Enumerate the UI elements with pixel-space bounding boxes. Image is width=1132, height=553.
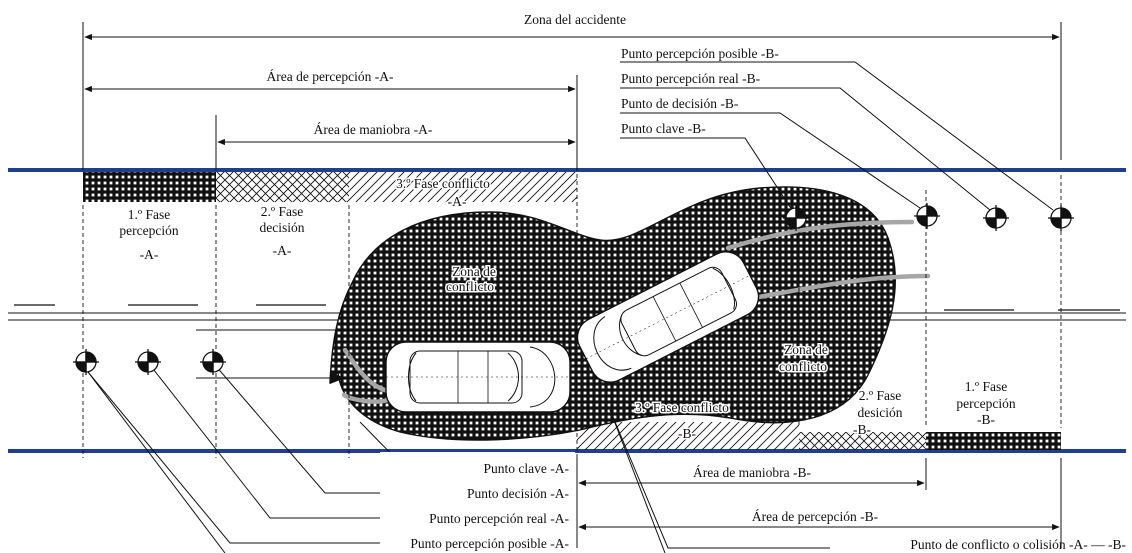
- phase-strips-b: [577, 422, 1061, 450]
- phase-a1-line3: -A-: [140, 247, 159, 262]
- phase-b2-line3: -B-: [853, 422, 872, 437]
- label-punto-clave-a: Punto clave -A-: [484, 461, 570, 476]
- target-icon: [73, 349, 99, 375]
- target-icon: [1048, 205, 1074, 231]
- lane-dashes: [14, 304, 1120, 311]
- target-icon: [914, 203, 940, 229]
- target-icon: [200, 349, 226, 375]
- label-punto-real-a: Punto percepción real -A-: [429, 511, 569, 526]
- zona-b-line1: Zona de: [784, 342, 828, 357]
- phase-strips-a: [83, 172, 577, 202]
- label-area-maniobra-a: Área de maniobra -A-: [314, 122, 433, 137]
- phase-b2-line1: 2.º Fase: [859, 388, 901, 403]
- label-area-maniobra-b: Área de maniobra -B-: [693, 465, 812, 480]
- phase-a2-line3: -A-: [273, 243, 292, 258]
- strip-a-phase2: [216, 172, 349, 202]
- phase-a1-line2: percepción: [119, 223, 178, 238]
- zone-labels: Zona de conflicto Zona de conflicto: [445, 263, 830, 376]
- label-punto-posible-b: Punto percepción posible -B-: [621, 46, 779, 61]
- target-icon: [135, 349, 161, 375]
- zona-a-line1: Zona de: [452, 264, 496, 279]
- label-punto-conflicto: Punto de conflicto o colisión -A- — -B-: [910, 537, 1126, 552]
- strip-a-phase1: [83, 172, 216, 202]
- phase-b1-line1: 1.º Fase: [965, 379, 1007, 394]
- dimension-labels: Zona del accidente Área de percepción -A…: [248, 8, 879, 524]
- phase-labels-b: 1.º Fase percepción -B- 2.º Fase desició…: [634, 379, 1016, 443]
- phase-b1-line2: percepción: [956, 396, 1015, 411]
- label-zona-accidente: Zona del accidente: [524, 12, 626, 27]
- zona-b-line2: conflicto: [779, 359, 827, 374]
- phase-a3-line1: 3.º Fase conflicto: [396, 176, 490, 191]
- label-punto-posible-a: Punto percepción posible -A-: [410, 536, 569, 551]
- strip-b-phase2: [799, 432, 926, 450]
- phase-b3-line1: 3.º Fase conflicto: [635, 400, 729, 415]
- phase-b3-line2: -B-: [678, 426, 697, 441]
- phase-a2-line2: decisión: [260, 220, 305, 235]
- strip-b-phase3: [577, 422, 799, 450]
- car-icon: [576, 251, 760, 383]
- label-area-percepcion-a: Área de percepción -A-: [266, 69, 394, 84]
- guide-lines: [82, 160, 1062, 458]
- car-icon: [385, 341, 571, 413]
- label-punto-real-b: Punto percepción real -B-: [621, 71, 761, 86]
- target-markers: [73, 203, 1074, 375]
- point-labels-a: Punto clave -A- Punto decisión -A- Punto…: [380, 452, 1127, 553]
- leaders-b: [620, 61, 1054, 211]
- strip-a-phase3: [349, 172, 577, 202]
- label-area-percepcion-b: Área de percepción -B-: [752, 509, 879, 524]
- label-punto-decision-b: Punto de decisión -B-: [621, 96, 739, 111]
- arrow-icon: [196, 329, 350, 384]
- target-icon: [783, 205, 809, 231]
- point-labels-b: Punto percepción posible -B- Punto perce…: [621, 46, 779, 136]
- extension-lines: [82, 22, 1062, 548]
- strip-b-phase1: [926, 432, 1061, 450]
- phase-a2-line1: 2.º Fase: [261, 204, 303, 219]
- phase-labels-a: 1.º Fase percepción -A- 2.º Fase decisió…: [119, 175, 491, 263]
- phase-b1-line3: -B-: [977, 412, 996, 427]
- label-punto-decision-a: Punto decisión -A-: [467, 486, 569, 501]
- target-icon: [983, 205, 1009, 231]
- phase-a1-line1: 1.º Fase: [128, 207, 170, 222]
- zona-a-line2: conflicto: [446, 279, 494, 294]
- label-punto-clave-b: Punto clave -B-: [621, 121, 706, 136]
- phase-a3-line2: -A-: [448, 194, 467, 209]
- phase-b2-line2: desición: [858, 405, 903, 420]
